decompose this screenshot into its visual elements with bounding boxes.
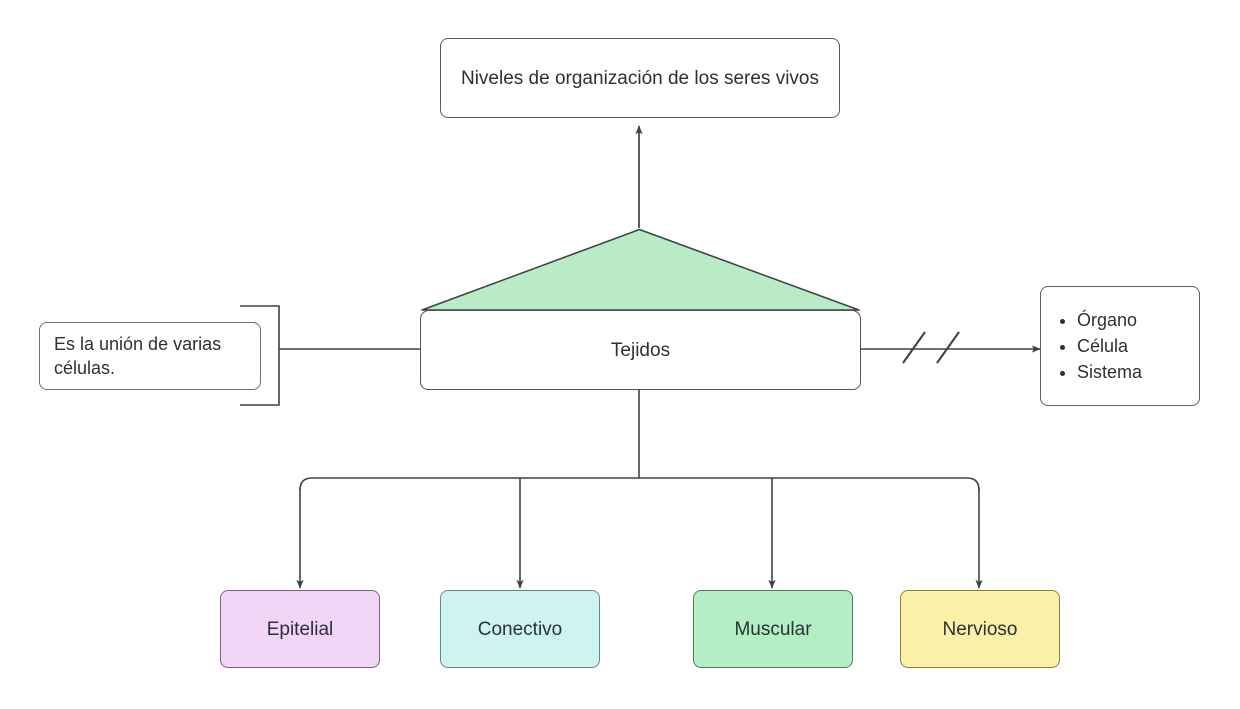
title-node-label: Niveles de organización de los seres viv… <box>460 67 819 89</box>
distribution-bus <box>299 477 980 491</box>
list-node[interactable]: Órgano Célula Sistema <box>1040 286 1200 406</box>
list-item: Órgano <box>1077 307 1142 333</box>
list-item: Sistema <box>1077 359 1142 385</box>
slash-mark-1 <box>902 331 926 364</box>
note-node-label: Es la unión de varias células. <box>54 334 222 378</box>
list-node-items: Órgano Célula Sistema <box>1059 307 1142 385</box>
leaf-node-epitelial[interactable]: Epitelial <box>220 590 380 668</box>
note-node[interactable]: Es la unión de varias células. <box>39 322 261 390</box>
leaf-node-label: Conectivo <box>477 618 563 640</box>
title-node[interactable]: Niveles de organización de los seres viv… <box>440 38 840 118</box>
leaf-node-conectivo[interactable]: Conectivo <box>440 590 600 668</box>
slash-mark-2 <box>936 331 960 364</box>
leaf-node-nervioso[interactable]: Nervioso <box>900 590 1060 668</box>
leaf-node-muscular[interactable]: Muscular <box>693 590 853 668</box>
tejidos-node[interactable]: Tejidos <box>420 310 861 390</box>
leaf-node-label: Muscular <box>734 618 812 640</box>
tejidos-node-label: Tejidos <box>610 339 671 361</box>
leaf-node-label: Nervioso <box>942 618 1018 640</box>
tejidos-roof-triangle <box>421 228 860 311</box>
list-item: Célula <box>1077 333 1142 359</box>
leaf-node-label: Epitelial <box>266 618 334 640</box>
